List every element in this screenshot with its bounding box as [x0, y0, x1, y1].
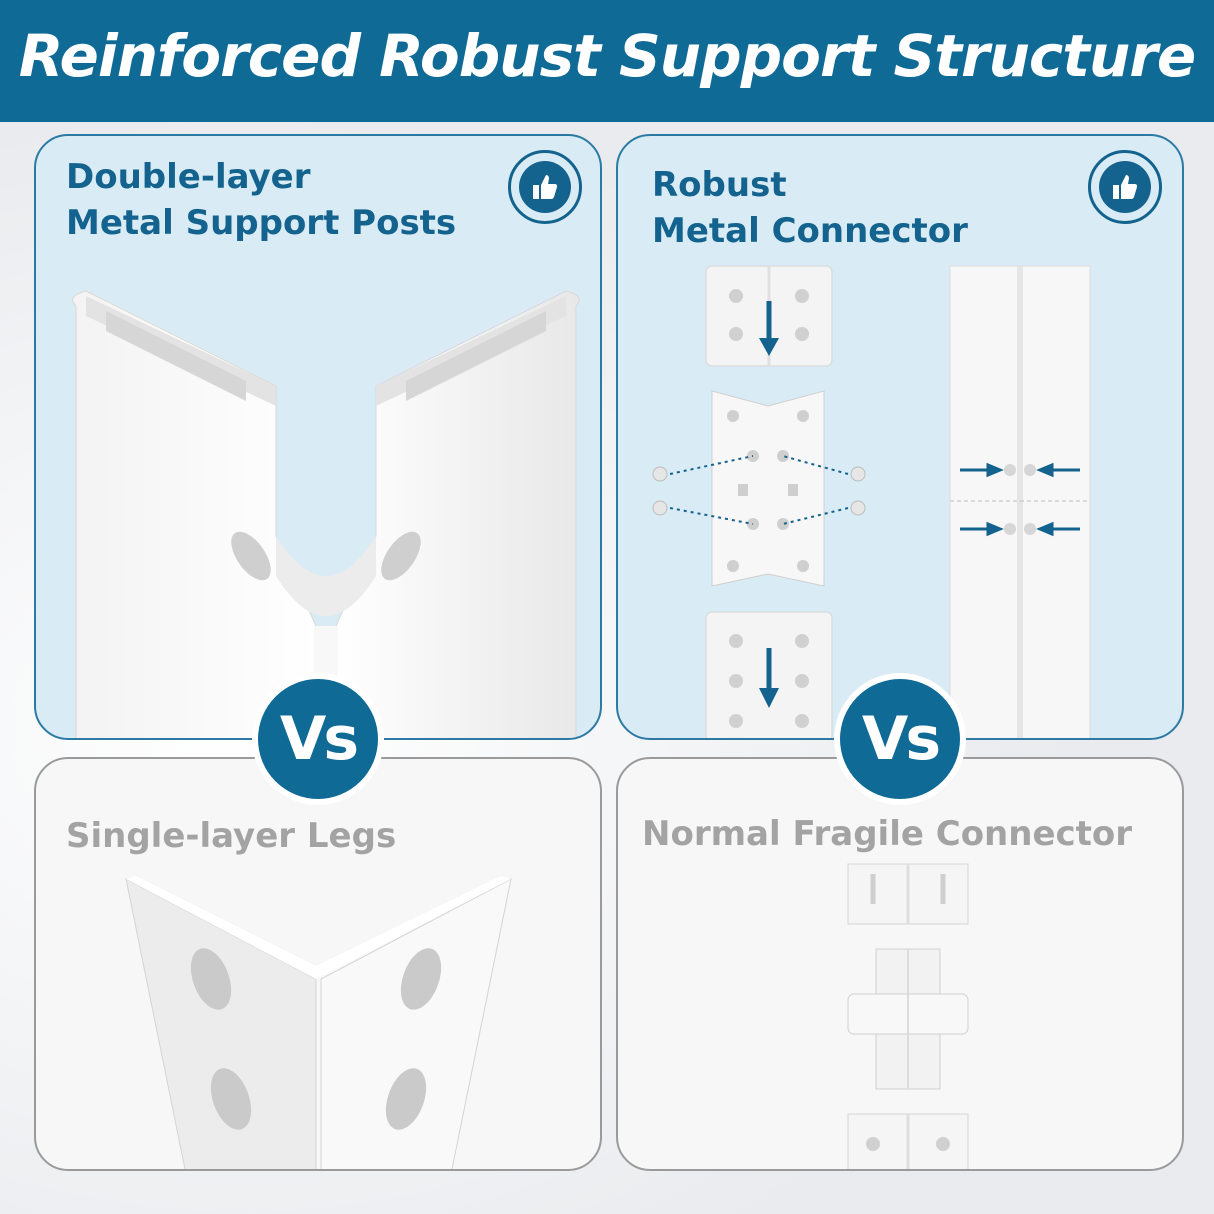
thumbs-up-icon: [1088, 150, 1162, 224]
robust-connector-title-line2: Metal Connector: [652, 211, 968, 251]
vs-badge-left: Vs: [252, 673, 384, 805]
fragile-connector-illustration: [847, 863, 969, 1169]
fragile-connector-title: Normal Fragile Connector: [642, 814, 1133, 854]
vs-badge-right: Vs: [834, 673, 966, 805]
page-title: Reinforced Robust Support Structure: [18, 22, 1196, 90]
single-layer-leg-illustration: [125, 876, 512, 1169]
robust-connector-illustration: [652, 265, 1091, 738]
fragile-connector-panel: Normal Fragile Connector: [616, 757, 1184, 1171]
single-layer-panel: Single-layer Legs: [34, 757, 602, 1171]
double-layer-title: Double-layer Metal Support Posts: [66, 154, 456, 246]
double-layer-title-line2: Metal Support Posts: [66, 203, 457, 243]
robust-connector-title-line1: Robust: [652, 165, 787, 205]
double-layer-post-illustration: [72, 290, 580, 738]
double-layer-title-line1: Double-layer: [66, 157, 311, 197]
robust-connector-title: Robust Metal Connector: [652, 162, 968, 254]
robust-connector-panel: Robust Metal Connector: [616, 134, 1184, 740]
single-layer-title: Single-layer Legs: [66, 816, 397, 856]
thumbs-up-icon: [508, 150, 582, 224]
double-layer-panel: Double-layer Metal Support Posts: [34, 134, 602, 740]
header-banner: Reinforced Robust Support Structure: [0, 0, 1214, 122]
